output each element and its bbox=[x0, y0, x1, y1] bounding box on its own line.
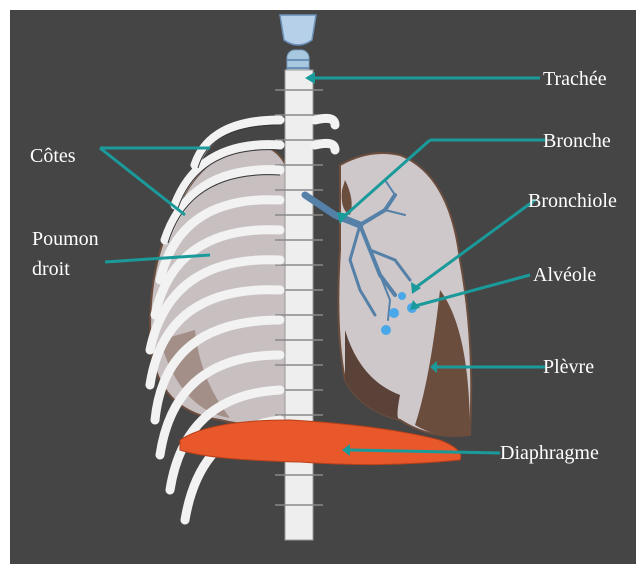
label-cotes: Côtes bbox=[30, 145, 76, 168]
diagram-frame: Trachée Bronche Bronchiole Alvéole Plèvr… bbox=[10, 10, 636, 564]
label-bronchiole: Bronchiole bbox=[528, 190, 617, 213]
right-lung bbox=[150, 145, 300, 425]
label-plevre: Plèvre bbox=[543, 356, 594, 379]
label-poumon-droit-line2: droit bbox=[32, 258, 70, 281]
label-bronche: Bronche bbox=[543, 130, 611, 153]
label-alveole: Alvéole bbox=[533, 264, 596, 287]
label-trachee: Trachée bbox=[543, 68, 607, 91]
anatomy-illustration bbox=[10, 10, 636, 564]
label-poumon-droit-line1: Poumon bbox=[32, 228, 99, 251]
larynx bbox=[280, 15, 316, 45]
label-diaphragme: Diaphragme bbox=[500, 442, 599, 465]
